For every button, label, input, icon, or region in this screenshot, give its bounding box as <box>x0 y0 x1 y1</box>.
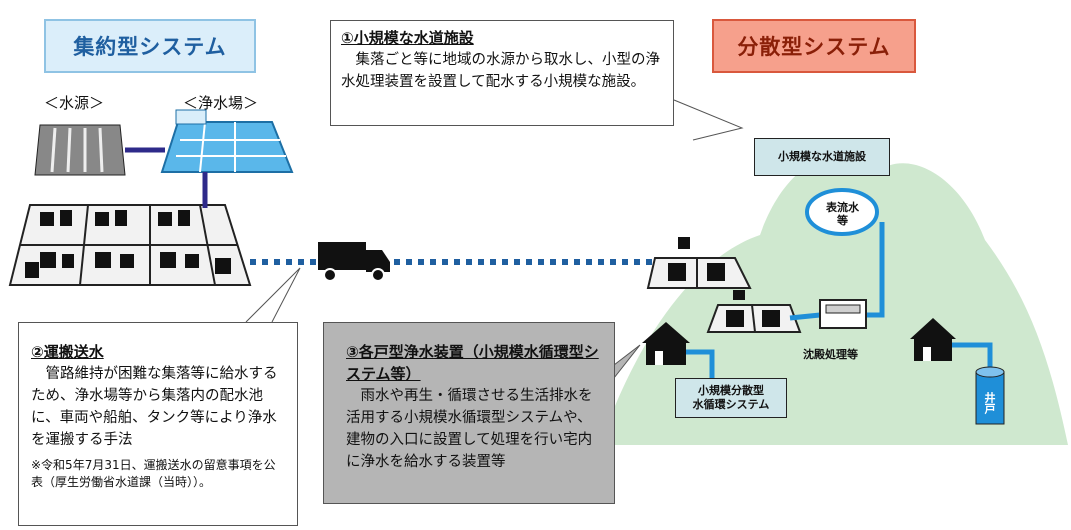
house-icon-right <box>910 318 956 361</box>
well-label: 井戸 <box>983 392 996 414</box>
household-body: 雨水や再生・循環させる生活排水を活用する小規模水循環型システムや、建物の入口に設… <box>346 388 593 470</box>
sedimentation-tank-icon <box>819 299 867 329</box>
settlement-lower <box>706 290 802 333</box>
household-heading: ③各戸型浄水装置（小規模水循環型システム等） <box>346 343 599 383</box>
distributed-system-title: 分散型システム <box>712 19 916 73</box>
truck-icon <box>318 242 390 282</box>
pipe-settle-to-village <box>789 312 821 321</box>
water-source-label: ＜水源＞ <box>44 94 105 112</box>
pipe-surface-down <box>864 222 885 318</box>
treatment-plant-label: ＜浄水場＞ <box>183 94 259 112</box>
transport-note: ※令和5年7月31日、運搬送水の留意事項を公表（厚生労働省水道課（当時））。 <box>31 458 276 489</box>
settlement-upper <box>646 237 752 289</box>
surface-water-oval <box>805 188 879 236</box>
transport-heading: ②運搬送水 <box>31 343 104 361</box>
pipe-house-left <box>675 349 715 378</box>
treatment-plant-icon <box>160 109 294 173</box>
surface-water-label: 表流水 等 <box>826 201 859 227</box>
small-waterworks-heading: ①小規模な水道施設 <box>341 29 474 47</box>
house-icon-left <box>642 322 690 365</box>
pipe-house-right <box>945 342 993 372</box>
distributed-cycle-system-label: 小規模分散型 水循環システム <box>675 378 787 418</box>
callout-small-waterworks: ①小規模な水道施設 集落ごと等に地域の水源から取水し、小型の浄水処理装置を設置し… <box>330 20 674 126</box>
dam-icon <box>34 124 126 176</box>
city-block <box>8 204 252 286</box>
transport-body: 管路維持が困難な集落等に給水するため、浄水場等から集落内の配水池に、車両や船舶、… <box>31 366 278 448</box>
callout-transport: ②運搬送水 管路維持が困難な集落等に給水するため、浄水場等から集落内の配水池に、… <box>18 322 298 526</box>
well-icon <box>975 366 1005 425</box>
sedimentation-label: 沈殿処理等 <box>803 348 858 361</box>
small-waterworks-body: 集落ごと等に地域の水源から取水し、小型の浄水処理装置を設置して配水する小規模な施… <box>341 52 660 90</box>
centralized-system-title: 集約型システム <box>44 19 256 73</box>
callout-household-device: ③各戸型浄水装置（小規模水循環型システム等） 雨水や再生・循環させる生活排水を活… <box>323 322 615 504</box>
small-facility-label: 小規模な水道施設 <box>754 138 890 176</box>
